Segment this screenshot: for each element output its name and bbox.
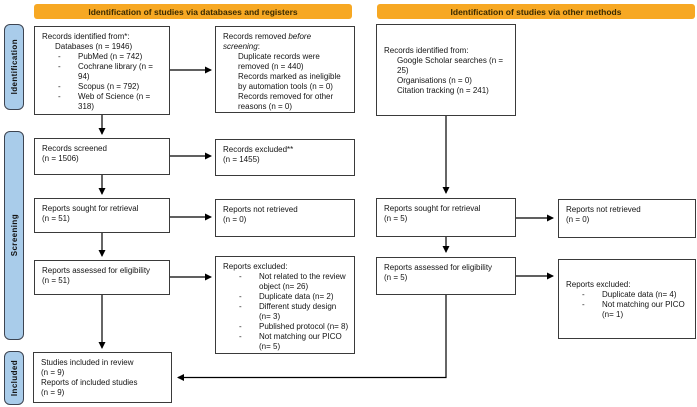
text-line: (n = 0) [566,215,590,224]
list-item: - Web of Science (n = 318) [42,92,165,112]
text-line: Records identified from: [384,46,469,55]
list-item: Records marked as ineligible by automati… [238,72,341,91]
list-item: Citation tracking (n = 241) [397,86,489,95]
box-reports-not-retrieved-databases: Reports not retrieved (n = 0) [215,199,355,237]
text-line: Reports of included studies [41,378,138,387]
list-item: Organisations (n = 0) [397,76,472,85]
list-item: Duplicate records were removed (n = 440) [238,52,320,71]
box-records-removed-before-screening: Records removed before screening: Duplic… [215,26,355,113]
box-reports-sought-other: Reports sought for retrieval (n = 5) [376,198,516,237]
phase-label: Identification [9,39,19,95]
box-reports-excluded-databases: Reports excluded: - Not related to the r… [215,256,355,354]
dash-bullet: - [58,62,61,71]
list-item: - Cochrane library (n = 94) [42,62,165,82]
text-line: Records excluded** [223,145,294,154]
box-records-screened: Records screened (n = 1506) [34,138,170,175]
list-item: Google Scholar searches (n = 25) [397,56,504,75]
box-studies-included: Studies included in review (n = 9) Repor… [33,352,172,403]
box-reports-not-retrieved-other: Reports not retrieved (n = 0) [558,199,696,238]
dash-bullet: - [582,290,585,299]
dash-bullet: - [239,302,242,311]
list-item: - Scopus (n = 792) [42,82,165,92]
dash-bullet: - [239,322,242,331]
banner-other-methods: Identification of studies via other meth… [377,4,695,19]
list-item: Records removed for other reasons (n = 0… [238,92,334,111]
box-records-excluded: Records excluded** (n = 1455) [215,139,355,176]
text-line: Reports not retrieved [566,205,641,214]
text-segment: Records removed [223,32,289,41]
text-line: Reports assessed for eligibility [384,263,493,272]
text-line: Reports not retrieved [223,205,298,214]
box-records-identified-other: Records identified from: Google Scholar … [376,24,516,116]
text-segment-italic: before screening [223,32,312,51]
list-item: - Duplicate data (n= 2) [223,292,350,302]
sidebar-phase-identification: Identification [4,24,24,110]
box-reports-sought-databases: Reports sought for retrieval (n = 51) [34,198,170,233]
banner-databases-registers: Identification of studies via databases … [34,4,352,19]
text-line: (n = 1455) [223,155,260,164]
text-line: (n = 5) [384,273,408,282]
list-item: - Not matching our PICO (n= 1) [566,300,691,320]
text-line: Records removed before screening: [223,32,350,52]
text-line: (n = 0) [223,215,247,224]
phase-label: Included [9,359,19,397]
text-line: (n = 51) [42,214,70,223]
list-item: - PubMed (n = 742) [42,52,165,62]
dash-bullet: - [58,92,61,101]
list-item: - Different study design (n= 3) [223,302,350,322]
text-line: Published protocol (n= 8) [259,322,349,331]
dash-bullet: - [239,292,242,301]
text-line: Duplicate data (n= 2) [259,292,334,301]
text-line: Reports assessed for eligibility [42,266,151,275]
text-line: Records screened [42,144,107,153]
text-line: Not matching our PICO (n= 5) [259,332,342,351]
sidebar-phase-screening: Screening [4,131,24,340]
box-reports-assessed-other: Reports assessed for eligibility (n = 5) [376,257,516,295]
text-line: Studies included in review [41,358,134,367]
list-item: - Not related to the review object (n= 2… [223,272,350,292]
text-line: (n = 9) [41,388,65,397]
dash-bullet: - [58,82,61,91]
phase-label: Screening [9,214,19,257]
text-line: (n = 9) [41,368,65,377]
text-segment: : [257,42,260,51]
banner-label: Identification of studies via databases … [88,6,298,17]
list-item: - Published protocol (n= 8) [223,322,350,332]
text-line: Reports excluded: [223,262,288,271]
text-line: Not related to the review object (n= 26) [259,272,346,291]
text-line: (n = 1506) [42,154,79,163]
text-line: PubMed (n = 742) [78,52,143,61]
text-line: Reports excluded: [566,280,631,289]
dash-bullet: - [582,300,585,309]
text-line: (n = 5) [384,214,408,223]
text-line: Reports sought for retrieval [384,204,481,213]
text-line: Reports sought for retrieval [42,204,139,213]
box-reports-excluded-other: Reports excluded: - Duplicate data (n= 4… [558,259,696,339]
list-item: - Duplicate data (n= 4) [566,290,691,300]
text-line: Scopus (n = 792) [78,82,140,91]
text-line: Records identified from*: [42,32,130,41]
text-line: Duplicate data (n= 4) [602,290,677,299]
text-line: Not matching our PICO (n= 1) [602,300,685,319]
list-item: - Not matching our PICO (n= 5) [223,332,350,352]
dash-bullet: - [239,332,242,341]
banner-label: Identification of studies via other meth… [450,6,622,17]
dash-bullet: - [239,272,242,281]
box-reports-assessed-databases: Reports assessed for eligibility (n = 51… [34,260,170,295]
text-line: Web of Science (n = 318) [78,92,151,111]
text-line: Databases (n = 1946) [55,42,133,51]
box-records-identified-databases: Records identified from*: Databases (n =… [34,26,170,115]
text-line: Cochrane library (n = 94) [78,62,153,81]
text-line: (n = 51) [42,276,70,285]
sidebar-phase-included: Included [4,351,24,405]
text-line: Different study design (n= 3) [259,302,337,321]
dash-bullet: - [58,52,61,61]
